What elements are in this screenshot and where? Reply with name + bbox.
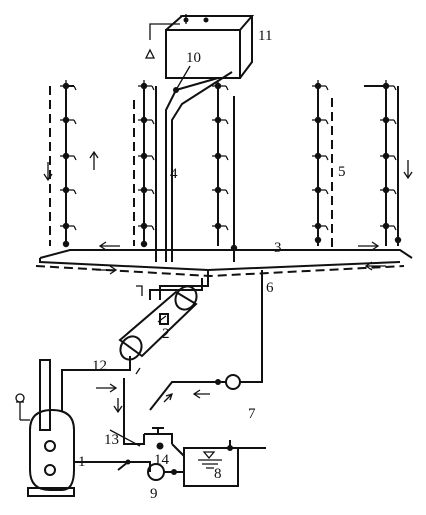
- valve-stem: [312, 184, 329, 195]
- riser-group-b: [133, 86, 157, 262]
- label-1: 1: [78, 454, 86, 470]
- valve-stem: [138, 220, 155, 231]
- heat-exchanger: [118, 285, 198, 361]
- valve-stem: [312, 114, 329, 125]
- main-arrows: [43, 150, 413, 275]
- valve-stem: [312, 150, 329, 161]
- valve-stem: [212, 80, 229, 91]
- valve-stem: [380, 150, 397, 161]
- riser-group-a: [49, 85, 74, 246]
- drop-pipes: [136, 270, 209, 300]
- label-2: 2: [162, 326, 170, 342]
- valve-stem: [60, 184, 77, 195]
- label-9: 9: [150, 486, 158, 502]
- labels: 1 2 3 4 5 6 7 8 9 10 11 12 13 14: [78, 28, 346, 502]
- radiator-valves: [60, 80, 402, 252]
- label-11: 11: [258, 28, 272, 44]
- riser-group-d: [317, 86, 333, 250]
- label-6: 6: [266, 280, 274, 296]
- valve-stem: [60, 80, 77, 91]
- valve-icon: [394, 236, 402, 244]
- valve-stem: [138, 114, 155, 125]
- pipe-12: [61, 356, 145, 445]
- valve-stem: [380, 80, 397, 91]
- riser-group-c: [217, 86, 235, 262]
- valve-stem: [380, 184, 397, 195]
- return-main: [35, 265, 405, 278]
- label-13: 13: [104, 432, 119, 448]
- boiler: [15, 359, 75, 497]
- valve-stem: [212, 114, 229, 125]
- valve-icon: [140, 240, 148, 248]
- label-3: 3: [274, 240, 282, 256]
- label-12: 12: [92, 358, 107, 374]
- valve-icon: [314, 236, 322, 244]
- valve-stem: [312, 220, 329, 231]
- valve-stem: [60, 220, 77, 231]
- label-10: 10: [186, 50, 201, 66]
- label-7: 7: [248, 406, 256, 422]
- valve-stem: [138, 184, 155, 195]
- valve-stem: [60, 114, 77, 125]
- valve-stem: [380, 220, 397, 231]
- expansion-tank: [144, 14, 255, 79]
- pump-and-tank: [74, 427, 266, 487]
- pipe-6: [149, 270, 263, 411]
- label-8: 8: [214, 466, 222, 482]
- riser-group-e: [364, 85, 399, 246]
- valve-stem: [212, 220, 229, 231]
- valve-icon: [62, 240, 70, 248]
- label-5: 5: [338, 164, 346, 180]
- valve-stem: [138, 150, 155, 161]
- supply-main: [39, 249, 413, 272]
- valve-stem: [60, 150, 77, 161]
- valve-stem: [380, 114, 397, 125]
- label-14: 14: [154, 452, 170, 468]
- valve-stem: [212, 184, 229, 195]
- valve-stem: [138, 80, 155, 91]
- leader-lines: [109, 65, 191, 447]
- label-4: 4: [170, 166, 178, 182]
- valve-stem: [312, 80, 329, 91]
- valve-stem: [212, 150, 229, 161]
